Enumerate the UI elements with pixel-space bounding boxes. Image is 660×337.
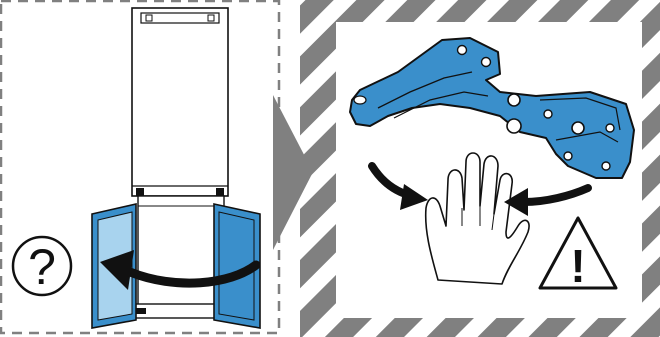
fridge-top-vent	[141, 13, 219, 23]
fridge-lower-compartment	[138, 196, 224, 306]
hinge-screw-hole	[544, 110, 552, 118]
hinge-pivot	[507, 119, 521, 133]
left-panel: ?	[1, 1, 279, 333]
hinge-screw-hole	[458, 46, 467, 55]
hinge-screw-hole	[602, 162, 610, 170]
hinge-tip	[354, 96, 366, 104]
right-panel: !	[300, 0, 660, 337]
hinge-screw-hole	[606, 124, 614, 132]
fridge-hinge-block	[216, 188, 224, 196]
warning-exclamation: !	[570, 240, 585, 292]
question-mark-symbol: ?	[28, 239, 56, 295]
hinge-pivot	[572, 122, 584, 134]
fridge-body	[132, 8, 228, 196]
question-mark-icon: ?	[13, 237, 71, 295]
fridge-hinge-block	[136, 188, 144, 196]
hinge-pivot	[508, 94, 520, 106]
fridge-foot	[136, 308, 146, 314]
hinge-screw-hole	[482, 58, 491, 67]
fridge-illustration	[92, 8, 260, 328]
hinge-screw-hole	[564, 152, 572, 160]
